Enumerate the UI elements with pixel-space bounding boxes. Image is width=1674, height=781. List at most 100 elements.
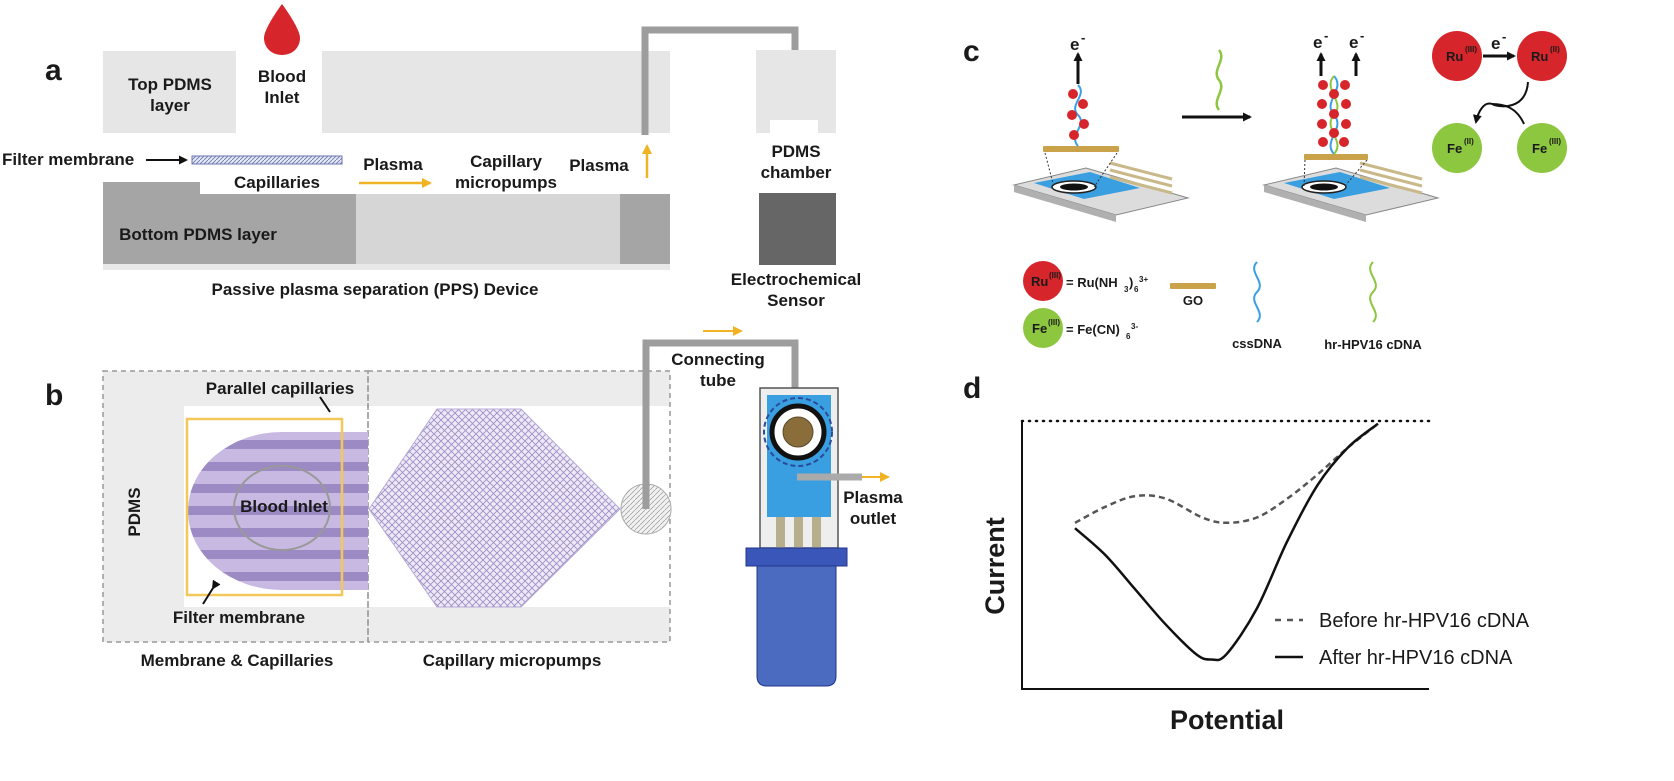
parallel-capillaries-label: Parallel capillaries (206, 379, 354, 398)
electrode-chip-left-edge (1014, 185, 1116, 222)
electrode-left-lead-3 (1109, 161, 1173, 181)
legend-fe-circle (1023, 308, 1063, 348)
filter-membrane-label: Filter membrane (2, 150, 134, 169)
fe-ii-label: Fe (1447, 141, 1462, 156)
ru-dot-right-11 (1340, 80, 1350, 90)
legend-cssdna-label: cssDNA (1232, 336, 1282, 351)
cdna-strand-center (1215, 49, 1223, 111)
connecting-tube-label-2: tube (700, 371, 736, 390)
sensor-contact-3 (812, 517, 821, 551)
fe-ii-circle (1432, 123, 1482, 173)
electrode-right-lead-3 (1359, 161, 1423, 181)
capillary-micropumps-caption: Capillary micropumps (423, 651, 602, 670)
electron-label-3: e (1349, 33, 1358, 52)
ru-dot-left-5 (1068, 89, 1078, 99)
chamber-dashed-circle (763, 397, 833, 467)
cycle-arc-fe-arrow (1472, 102, 1493, 124)
panel-label-d: d (963, 372, 981, 405)
ru-dot-left-4 (1078, 99, 1088, 109)
legend-cssdna-strand (1253, 261, 1261, 323)
ru-dot-right-7 (1317, 99, 1327, 109)
electron-minus-2: - (1324, 28, 1328, 43)
ru-dot-right-3 (1329, 128, 1339, 138)
legend-label-2: After hr-HPV16 cDNA (1319, 647, 1513, 669)
cycle-arc-ru (1491, 81, 1529, 108)
fe-iii-circle (1517, 123, 1567, 173)
ru-dot-left-3 (1067, 110, 1077, 120)
ru-iii-ox: (III) (1465, 45, 1477, 54)
y-axis-label: Current (980, 517, 1010, 615)
panel-label-c: c (963, 35, 980, 68)
bottom-pdms-outlet (620, 194, 670, 264)
legend-go-label: GO (1183, 293, 1203, 308)
legend-label-1: Before hr-HPV16 cDNA (1319, 610, 1530, 632)
filter-membrane-b-label: Filter membrane (173, 608, 305, 627)
series-group (1074, 422, 1379, 662)
zoom-line-right-2 (1343, 159, 1368, 188)
plasma-label-2: Plasma (569, 156, 629, 175)
electrode-chip-right-edge (1264, 185, 1366, 222)
pdms-chamber-block (756, 50, 836, 133)
electron-label-1: e (1070, 35, 1079, 54)
filter-membrane-b-arrow (202, 579, 221, 605)
plasma-outlet-label-2: outlet (850, 509, 897, 528)
blood-inlet-label-1: Blood (258, 67, 306, 86)
legend-fe-charge: 3- (1131, 322, 1138, 331)
pdms-chamber-label-1: PDMS (771, 142, 820, 161)
top-pdms-label-2: layer (150, 96, 190, 115)
sensor-label-1: Electrochemical (731, 270, 861, 289)
capillary-micropumps-label-1: Capillary (470, 152, 542, 171)
legend-cdna-label: hr-HPV16 cDNA (1324, 337, 1422, 352)
legend-ru-ox: (III) (1049, 271, 1061, 280)
membrane-capillaries-caption: Membrane & Capillaries (141, 651, 334, 670)
electron-minus-1: - (1081, 30, 1085, 45)
bottom-pdms-dark (103, 182, 356, 264)
legend-cdna-strand (1369, 261, 1377, 323)
ru-dot-right-10 (1318, 80, 1328, 90)
blood-inlet-circle (233, 465, 331, 551)
connecting-tube-label-1: Connecting (671, 350, 765, 369)
connecting-tube-b (642, 339, 799, 509)
blood-drop-icon (264, 4, 300, 55)
capillary-micropumps-label-2: micropumps (455, 173, 557, 192)
electrode-left-center (1060, 183, 1088, 191)
series-line-2 (1074, 422, 1379, 662)
electrode-left-lead-2 (1109, 168, 1173, 188)
fe-iii-label: Fe (1532, 141, 1547, 156)
ru-dot-right-1 (1318, 137, 1328, 147)
panel-label-b: b (45, 379, 63, 412)
panel-b: b Blood Inlet Parallel capillaries PDMS … (45, 326, 903, 687)
panel-c: c e - (963, 28, 1567, 352)
parallel-capillaries-disc (188, 432, 368, 590)
electrode-right-lead-2 (1359, 168, 1423, 188)
top-pdms-label-1: Top PDMS (128, 75, 212, 94)
ru-dot-right-4 (1317, 119, 1327, 129)
electrode-right-lead-1 (1359, 175, 1423, 195)
ru-iii-label: Ru (1446, 49, 1463, 64)
device-caption: Passive plasma separation (PPS) Device (212, 280, 539, 299)
legend-go-bar (1170, 283, 1216, 289)
zoom-line-left-2 (1093, 152, 1118, 188)
ru-ii-circle (1517, 31, 1567, 81)
go-layer-right (1304, 154, 1368, 160)
top-pdms-left-block (103, 51, 236, 133)
legend-fe-eq: = Fe(CN) (1066, 322, 1120, 337)
legend-ru-close: ) (1129, 275, 1133, 290)
capillaries-label: Capillaries (234, 173, 320, 192)
sensor-connector-plug (756, 565, 837, 687)
legend-ru-label: Ru (1031, 274, 1048, 289)
blood-inlet-label-2: Inlet (265, 88, 300, 107)
legend-ru-circle (1023, 261, 1063, 301)
sensor-label-2: Sensor (767, 291, 825, 310)
x-axis-label: Potential (1170, 705, 1284, 735)
ru-dot-right-8 (1341, 99, 1351, 109)
ru-dot-right-6 (1329, 109, 1339, 119)
ru-ii-label: Ru (1531, 49, 1548, 64)
chart-legend: Before hr-HPV16 cDNA After hr-HPV16 cDNA (1275, 610, 1530, 669)
panel-a: a Top PDMS layer Blood Inlet Filter memb… (2, 4, 861, 310)
ru-dot-left-1 (1069, 130, 1079, 140)
panel-label-a: a (45, 54, 62, 87)
legend-fe-label: Fe (1032, 321, 1047, 336)
top-pdms-right-block (322, 51, 670, 133)
sensor-connector-collar (745, 547, 848, 567)
